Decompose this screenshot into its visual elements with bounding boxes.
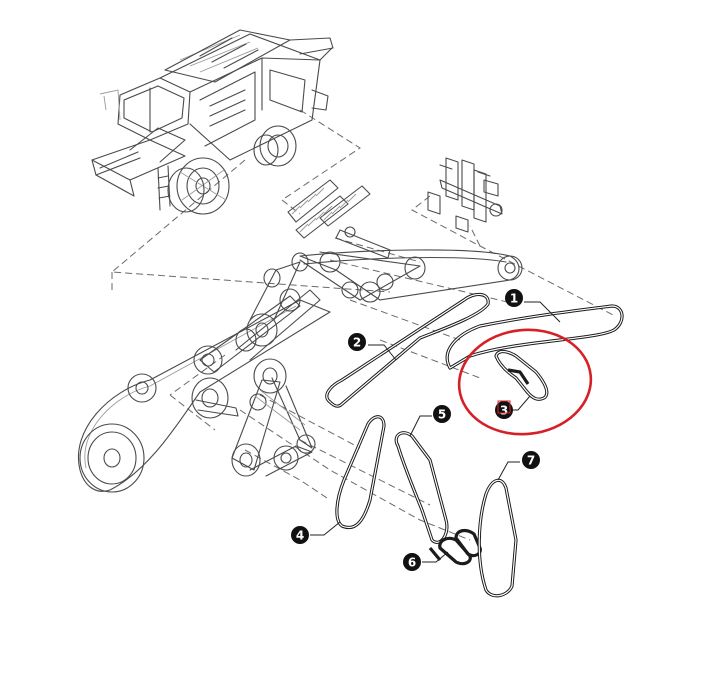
callout-circle-5 bbox=[433, 405, 451, 423]
callout-label-3: 3 bbox=[500, 404, 508, 418]
pulley-drive-assembly-icon bbox=[77, 249, 523, 493]
callout-circle-7 bbox=[522, 451, 540, 469]
belt-1 bbox=[445, 304, 624, 370]
callout-label-2: 2 bbox=[353, 336, 361, 350]
callout-label-6: 6 bbox=[408, 556, 416, 570]
callout-circle-1 bbox=[505, 289, 523, 307]
leader-lines bbox=[310, 301, 561, 563]
callout-badge-1: 1 bbox=[505, 289, 523, 307]
combine-harvester-icon bbox=[91, 29, 334, 215]
callout-label-4: 4 bbox=[296, 529, 304, 543]
callout-circle-2 bbox=[348, 333, 366, 351]
callout-label-5: 5 bbox=[438, 408, 446, 422]
callout-badges: 1 2 3 4 5 6 7 bbox=[291, 289, 540, 571]
callout-badge-6: 6 bbox=[403, 553, 421, 571]
callout-badge-4: 4 bbox=[291, 526, 309, 544]
callout-badge-7: 7 bbox=[522, 451, 540, 469]
beater-rotor-icon bbox=[427, 157, 503, 233]
belt-7 bbox=[477, 478, 518, 598]
highlight-ellipse bbox=[457, 328, 593, 436]
straw-walker-icon bbox=[287, 179, 391, 259]
belt-5 bbox=[394, 431, 449, 544]
belt-6 bbox=[428, 528, 482, 566]
belt-3 bbox=[494, 349, 549, 401]
callout-badge-5: 5 bbox=[433, 405, 451, 423]
belt-4 bbox=[335, 415, 386, 530]
callout-label-1: 1 bbox=[510, 292, 518, 306]
callout-badge-2: 2 bbox=[348, 333, 366, 351]
projection-lines bbox=[110, 109, 616, 541]
callout-badge-3: 3 bbox=[495, 401, 513, 419]
callout-circle-3 bbox=[495, 401, 513, 419]
belt-2 bbox=[325, 292, 490, 408]
highlight-box bbox=[497, 400, 511, 414]
callout-circle-4 bbox=[291, 526, 309, 544]
callout-circle-6 bbox=[403, 553, 421, 571]
callout-label-7: 7 bbox=[527, 454, 535, 468]
